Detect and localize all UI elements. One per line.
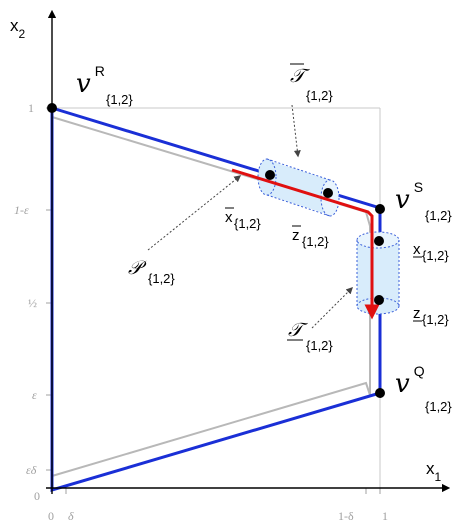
x-axis-label: x1 <box>426 459 442 484</box>
x-lower-label: x <box>413 241 421 258</box>
vertex-S-sub: {1,2} <box>425 208 452 223</box>
y-tick-eps: ε <box>32 388 37 402</box>
y-tick-half: ½ <box>28 296 37 310</box>
tube-lower-sub: {1,2} <box>306 338 333 353</box>
x-tick-0: 0 <box>48 509 54 523</box>
z-upper-sub: {1,2} <box>302 234 329 249</box>
z-lower-label: z <box>413 305 421 322</box>
vertex-R-dot <box>47 103 57 113</box>
x-lower-sub: {1,2} <box>422 248 449 263</box>
x-tick-delta: δ <box>68 509 74 523</box>
x-tick-1-minus-delta: 1-δ <box>338 509 354 523</box>
vertex-S-dot <box>375 204 385 214</box>
vertex-R-sub: {1,2} <box>106 92 133 107</box>
point-z-lower <box>374 295 384 305</box>
red-path <box>231 168 380 320</box>
boundary-polygon <box>50 105 382 493</box>
path-label-sub: {1,2} <box>148 271 175 286</box>
point-z-upper <box>323 188 333 198</box>
vertex-Q-sub: {1,2} <box>425 399 452 414</box>
y-tick-eps-delta: εδ <box>26 463 37 477</box>
y-tick-0: 0 <box>34 489 40 503</box>
y-axis-label: x2 <box>10 16 26 41</box>
tube-lower-leader <box>311 287 353 329</box>
tube-upper-leader <box>291 104 301 158</box>
z-lower-sub: {1,2} <box>422 312 449 327</box>
inner-grey-path <box>51 116 371 477</box>
y-tick-1: 1 <box>28 101 34 115</box>
tube-upper-sub: {1,2} <box>306 88 333 103</box>
x-tick-1: 1 <box>382 509 388 523</box>
y-tick-1-minus-eps: 1-ε <box>14 203 29 217</box>
tube-upper-label: 𝒯 <box>290 65 310 87</box>
point-x-lower <box>374 236 384 246</box>
z-upper-label: z <box>292 227 300 244</box>
x-upper-label: x <box>225 209 233 226</box>
tube-upper <box>257 158 340 217</box>
x-upper-sub: {1,2} <box>234 216 261 231</box>
x-ticks <box>65 488 381 494</box>
vertex-Q-dot <box>375 388 385 398</box>
path-label: 𝒫 <box>128 257 147 279</box>
tube-lower-label: 𝒯 <box>288 319 308 341</box>
point-x-upper <box>265 170 275 180</box>
